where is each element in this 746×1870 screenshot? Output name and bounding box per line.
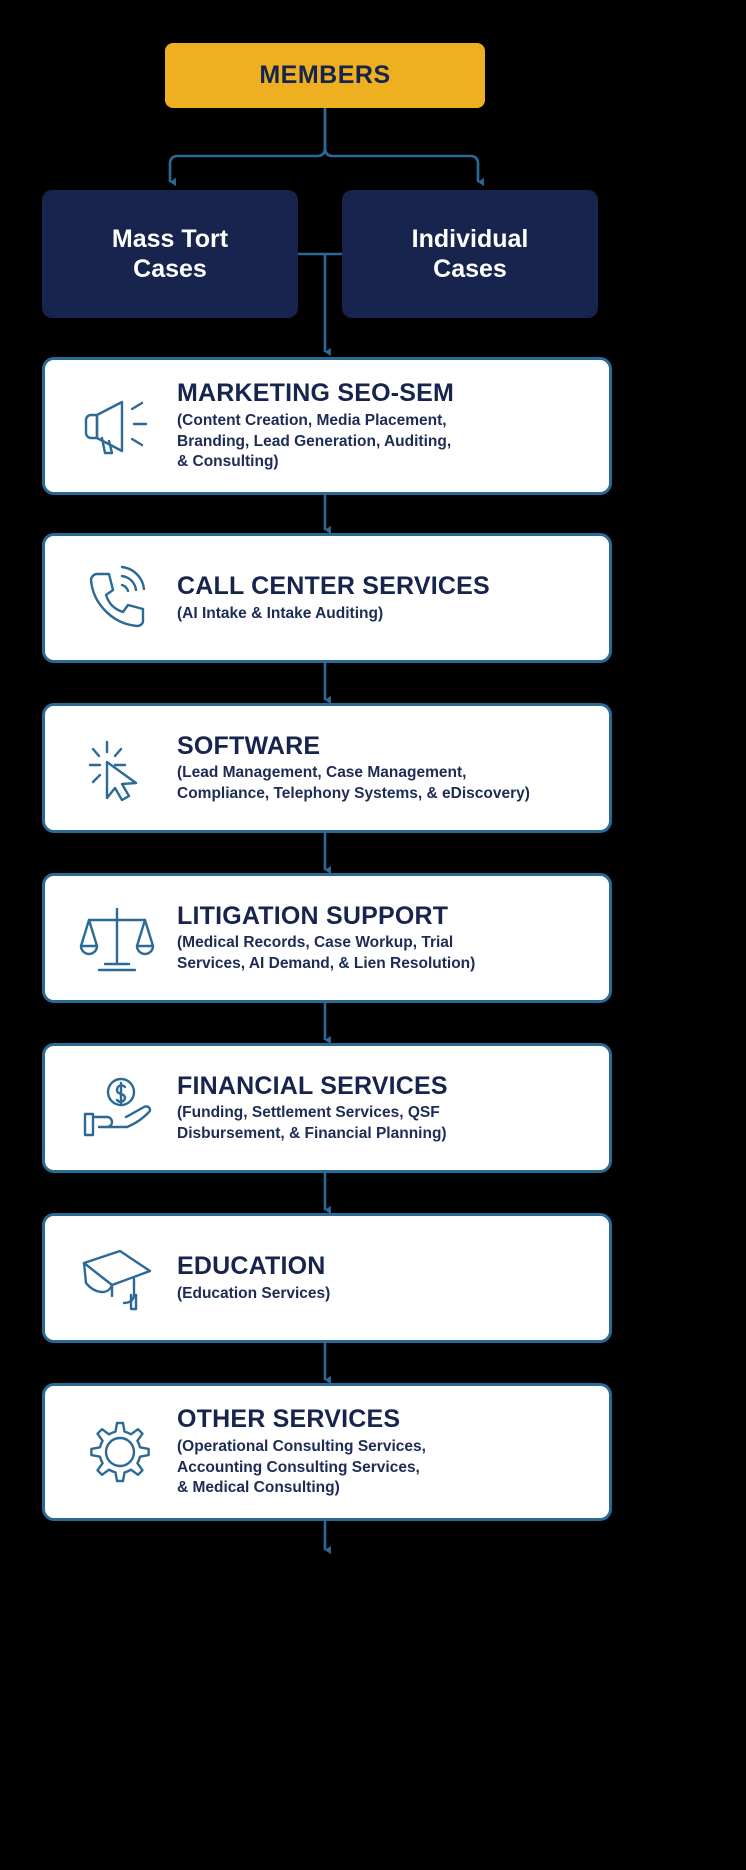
megaphone-icon bbox=[61, 393, 173, 459]
graduation-cap-icon bbox=[61, 1243, 173, 1313]
service-card-marketing[interactable]: MARKETING SEO-SEM (Content Creation, Med… bbox=[42, 357, 612, 495]
service-subtitle: (AI Intake & Intake Auditing) bbox=[177, 604, 384, 622]
service-card-software[interactable]: SOFTWARE (Lead Management, Case Manageme… bbox=[42, 703, 612, 833]
service-text-call-center: CALL CENTER SERVICES (AI Intake & Intake… bbox=[173, 572, 498, 624]
service-title: CALL CENTER SERVICES bbox=[177, 571, 490, 600]
service-title: MARKETING SEO-SEM bbox=[177, 379, 455, 408]
phone-ring-icon bbox=[61, 562, 173, 634]
service-title: EDUCATION bbox=[177, 1251, 326, 1280]
service-card-other-services[interactable]: OTHER SERVICES (Operational Consulting S… bbox=[42, 1383, 612, 1521]
scales-of-justice-icon bbox=[61, 902, 173, 974]
service-card-litigation-support[interactable]: LITIGATION SUPPORT (Medical Records, Cas… bbox=[42, 873, 612, 1003]
hand-holding-coin-icon bbox=[61, 1074, 173, 1142]
service-title: LITIGATION SUPPORT bbox=[177, 901, 449, 930]
service-text-other-services: OTHER SERVICES (Operational Consulting S… bbox=[173, 1405, 434, 1499]
service-text-litigation-support: LITIGATION SUPPORT (Medical Records, Cas… bbox=[173, 902, 483, 975]
service-title: OTHER SERVICES bbox=[177, 1405, 401, 1434]
service-subtitle: (Medical Records, Case Workup, Trial Ser… bbox=[177, 934, 476, 972]
service-text-marketing: MARKETING SEO-SEM (Content Creation, Med… bbox=[173, 379, 462, 473]
service-text-education: EDUCATION (Education Services) bbox=[173, 1252, 338, 1304]
service-title: FINANCIAL SERVICES bbox=[177, 1071, 448, 1100]
service-text-financial-services: FINANCIAL SERVICES (Funding, Settlement … bbox=[173, 1072, 456, 1145]
service-subtitle: (Lead Management, Case Management, Compl… bbox=[177, 764, 530, 802]
service-text-software: SOFTWARE (Lead Management, Case Manageme… bbox=[173, 732, 538, 805]
service-subtitle: (Education Services) bbox=[177, 1284, 331, 1302]
members-label: MEMBERS bbox=[259, 61, 391, 89]
service-card-education[interactable]: EDUCATION (Education Services) bbox=[42, 1213, 612, 1343]
service-subtitle: (Content Creation, Media Placement, Bran… bbox=[177, 411, 452, 471]
service-subtitle: (Funding, Settlement Services, QSF Disbu… bbox=[177, 1104, 447, 1142]
service-subtitle: (Operational Consulting Services, Accoun… bbox=[177, 1437, 426, 1497]
mass-tort-cases-node[interactable]: Mass Tort Cases bbox=[42, 190, 298, 318]
gear-icon bbox=[61, 1415, 173, 1489]
service-card-financial-services[interactable]: FINANCIAL SERVICES (Funding, Settlement … bbox=[42, 1043, 612, 1173]
mass-tort-cases-label: Mass Tort Cases bbox=[111, 224, 229, 284]
individual-cases-label: Individual Cases bbox=[411, 224, 529, 284]
individual-cases-node[interactable]: Individual Cases bbox=[342, 190, 598, 318]
cursor-click-icon bbox=[61, 732, 173, 804]
service-title: SOFTWARE bbox=[177, 731, 321, 760]
service-card-call-center[interactable]: CALL CENTER SERVICES (AI Intake & Intake… bbox=[42, 533, 612, 663]
members-node[interactable]: MEMBERS bbox=[165, 43, 485, 108]
